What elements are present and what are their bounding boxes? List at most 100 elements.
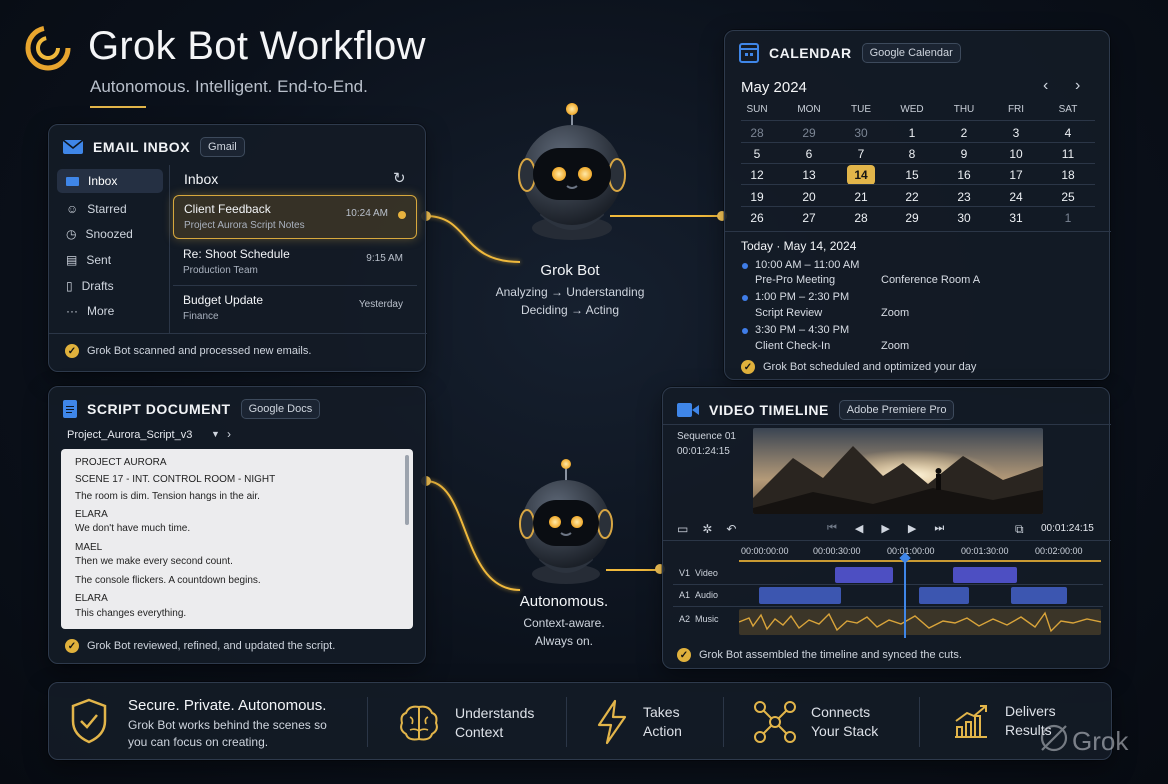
calendar-day[interactable]: 23 (957, 190, 971, 204)
calendar-day[interactable]: 12 (750, 168, 764, 182)
calendar-day[interactable]: 18 (1061, 168, 1075, 182)
calendar-day-today[interactable]: 14 (847, 165, 875, 185)
calendar-day[interactable]: 1 (908, 126, 916, 140)
track-label: A2 Music (679, 614, 719, 624)
skip-back-icon[interactable]: ⏮ (827, 522, 837, 534)
unread-dot-icon (398, 211, 406, 219)
robot-icon (507, 456, 619, 588)
calendar-day[interactable]: 2 (960, 126, 968, 140)
dropdown-arrow-icon[interactable]: ▼ (211, 429, 220, 439)
calendar-day[interactable]: 29 (802, 126, 816, 140)
audio-clip[interactable] (919, 587, 969, 604)
calendar-day[interactable]: 6 (805, 147, 813, 161)
email-item[interactable]: Re: Shoot Schedule Production Team 9:15 … (183, 247, 403, 276)
sidebar-item-snoozed[interactable]: ◷ Snoozed (66, 227, 133, 241)
calendar-day[interactable]: 13 (802, 168, 816, 182)
track-divider (673, 584, 1103, 585)
calendar-day[interactable]: 11 (1061, 147, 1075, 161)
export-icon[interactable]: ⧉ (1015, 522, 1024, 536)
next-month-icon[interactable]: › (1075, 77, 1081, 94)
ruler-tick-label: 00:00:00:00 (741, 546, 789, 556)
gmail-chip[interactable]: Gmail (200, 137, 245, 157)
event-time: 3:30 PM – 4:30 PM (755, 324, 850, 336)
calendar-day[interactable]: 10 (1009, 147, 1023, 161)
calendar-day[interactable]: 3 (1012, 126, 1020, 140)
calendar-day[interactable]: 16 (957, 168, 971, 182)
event-name[interactable]: Client Check-In (755, 340, 831, 352)
calendar-day[interactable]: 24 (1009, 190, 1023, 204)
scrollbar[interactable] (405, 455, 409, 525)
calendar-day[interactable]: 7 (857, 147, 865, 161)
weekday-label: MON (797, 104, 821, 115)
script-status: ✓ Grok Bot reviewed, refined, and update… (65, 639, 335, 653)
calendar-day[interactable]: 30 (854, 126, 868, 140)
calendar-day[interactable]: 5 (753, 147, 761, 161)
sidebar-item-more[interactable]: ··· More (66, 304, 115, 318)
calendar-icon (739, 43, 759, 63)
calendar-day[interactable]: 1 (1064, 211, 1072, 225)
growth-chart-icon (955, 705, 987, 738)
sidebar-item-sent[interactable]: ▤ Sent (66, 253, 112, 267)
video-clip[interactable] (953, 567, 1017, 583)
sidebar-item-inbox[interactable]: Inbox (57, 169, 163, 193)
robot-icon (505, 100, 631, 246)
grok-watermark-icon (1038, 722, 1070, 754)
playhead[interactable] (904, 554, 906, 638)
calendar-day[interactable]: 31 (1009, 211, 1023, 225)
crop-icon[interactable]: ▭ (677, 522, 689, 536)
page-title: Grok Bot Workflow (88, 24, 426, 68)
sidebar-item-starred[interactable]: ☺ Starred (66, 202, 127, 216)
calendar-day[interactable]: 19 (750, 190, 764, 204)
docs-icon (63, 400, 77, 418)
settings-icon[interactable]: ✲ (702, 522, 713, 536)
file-icon: ▯ (66, 279, 73, 293)
check-icon: ✓ (65, 344, 79, 358)
calendar-day[interactable]: 15 (905, 168, 919, 182)
calendar-day[interactable]: 28 (854, 211, 868, 225)
step-back-icon[interactable]: ◀ (854, 523, 864, 535)
undo-icon[interactable]: ↶ (726, 522, 737, 536)
skip-forward-icon[interactable]: ⏭ (934, 522, 945, 534)
calendar-day[interactable]: 28 (750, 126, 764, 140)
step-forward-icon[interactable]: ▶ (907, 523, 917, 535)
sidebar-item-drafts[interactable]: ▯ Drafts (66, 279, 114, 293)
calendar-month: May 2024 (741, 79, 807, 96)
script-line: The console flickers. A countdown begins… (75, 575, 261, 586)
calendar-day[interactable]: 25 (1061, 190, 1075, 204)
music-clip[interactable] (739, 609, 1101, 635)
weekday-label: WED (900, 104, 924, 115)
track-label: V1 Video (679, 568, 718, 578)
google-calendar-chip[interactable]: Google Calendar (861, 43, 961, 63)
video-clip[interactable] (835, 567, 893, 583)
email-item-selected[interactable]: Client Feedback Project Aurora Script No… (173, 195, 417, 239)
script-page[interactable]: PROJECT AURORA SCENE 17 - INT. CONTROL R… (61, 449, 413, 629)
google-docs-chip[interactable]: Google Docs (240, 399, 321, 419)
play-icon[interactable]: ▶ (881, 523, 890, 535)
video-timeline-panel: VIDEO TIMELINE Adobe Premiere Pro Sequen… (662, 387, 1111, 669)
grok-watermark: Grok (1072, 726, 1129, 756)
inbox-pane-title: Inbox (184, 171, 219, 187)
script-line: PROJECT AURORA (75, 457, 167, 468)
calendar-day[interactable]: 21 (854, 190, 868, 204)
calendar-day[interactable]: 26 (750, 211, 764, 225)
calendar-day[interactable]: 9 (960, 147, 968, 161)
calendar-day[interactable]: 29 (905, 211, 919, 225)
calendar-day[interactable]: 22 (905, 190, 919, 204)
audio-clip[interactable] (1011, 587, 1067, 604)
refresh-icon[interactable]: ↻ (393, 170, 406, 187)
calendar-day[interactable]: 27 (802, 211, 816, 225)
file-name[interactable]: Project_Aurora_Script_v3 (67, 429, 193, 441)
calendar-day[interactable]: 4 (1064, 126, 1072, 140)
prev-month-icon[interactable]: ‹ (1043, 77, 1049, 94)
calendar-day[interactable]: 30 (957, 211, 971, 225)
email-item[interactable]: Budget Update Finance Yesterday (183, 293, 403, 322)
audio-clip[interactable] (759, 587, 841, 604)
calendar-day[interactable]: 17 (1009, 168, 1023, 182)
calendar-day[interactable]: 20 (802, 190, 816, 204)
calendar-day[interactable]: 8 (908, 147, 916, 161)
event-name[interactable]: Script Review (755, 307, 823, 319)
event-name[interactable]: Pre-Pro Meeting (755, 274, 836, 286)
chevron-right-icon[interactable]: › (227, 427, 231, 441)
premiere-chip[interactable]: Adobe Premiere Pro (838, 400, 955, 420)
